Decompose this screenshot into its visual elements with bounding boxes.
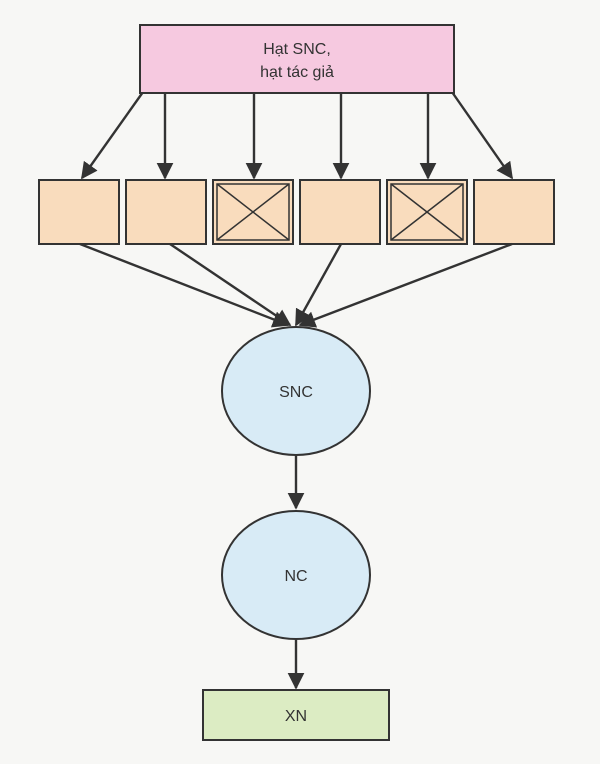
- line-from-box-4: [294, 243, 343, 327]
- top-arrows: [81, 91, 513, 180]
- row-box-rect: [125, 179, 207, 245]
- arrow-to-box-6: [451, 91, 513, 180]
- snc-circle: [221, 326, 371, 456]
- row-box-5: [386, 179, 468, 245]
- line-from-box-6: [298, 242, 513, 328]
- box-row: [38, 179, 555, 245]
- cross-line-2: [216, 183, 290, 241]
- cross-line-2: [390, 183, 464, 241]
- cross-frame: [390, 183, 464, 241]
- row-box-6: [473, 179, 555, 245]
- xn-box: [202, 689, 390, 741]
- row-box-rect: [299, 179, 381, 245]
- snc-label: SNC: [279, 384, 313, 401]
- converging-arrows: [79, 242, 513, 328]
- snc-node: SNC: [221, 326, 371, 456]
- line-from-box-1: [79, 242, 290, 328]
- row-box-1: [38, 179, 120, 245]
- arrow-to-box-1: [81, 91, 144, 180]
- nc-node: NC: [221, 510, 371, 640]
- cross-frame: [216, 183, 290, 241]
- top-box-rect: [139, 24, 455, 94]
- row-box-3: [212, 179, 294, 245]
- line-from-box-2: [169, 243, 292, 326]
- row-box-2: [125, 179, 207, 245]
- row-box-4: [299, 179, 381, 245]
- xn-node: XN: [202, 689, 390, 741]
- row-box-rect: [38, 179, 120, 245]
- nc-circle: [221, 510, 371, 640]
- top-box: Hạt SNC, hạt tác giả: [139, 24, 455, 94]
- top-box-line2: hạt tác giả: [260, 64, 334, 81]
- row-box-rect: [473, 179, 555, 245]
- nc-label: NC: [284, 568, 307, 585]
- xn-label: XN: [285, 708, 307, 725]
- top-box-line1: Hạt SNC,: [263, 41, 331, 58]
